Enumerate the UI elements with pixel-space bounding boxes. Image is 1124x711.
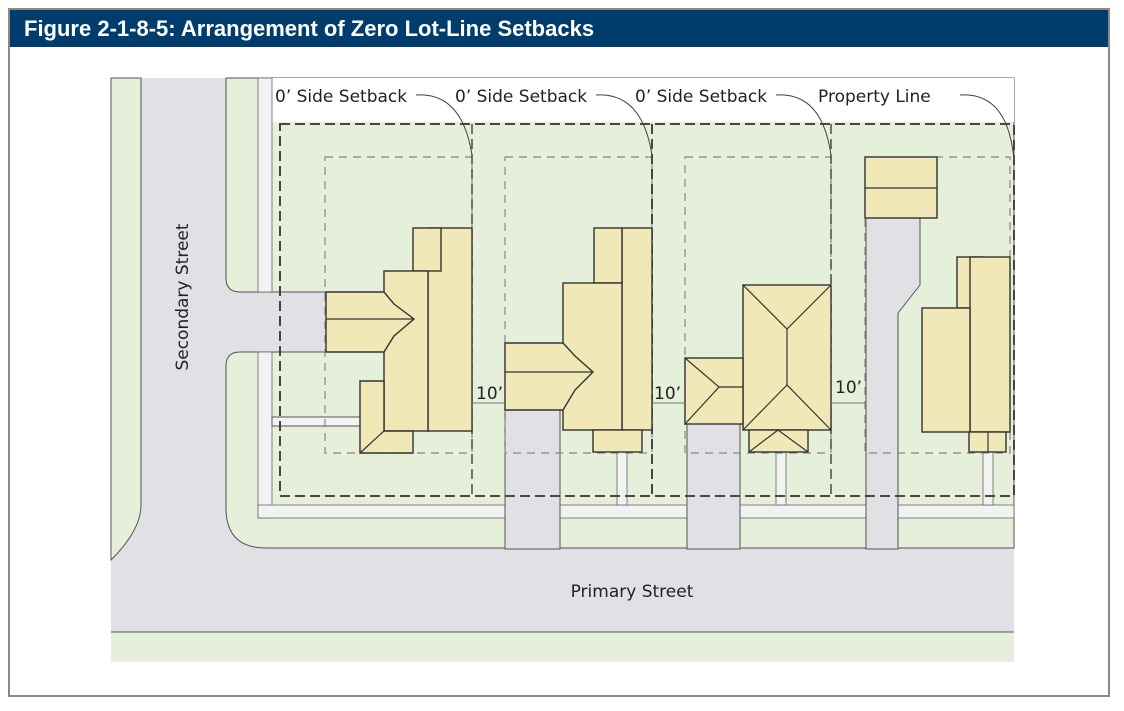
label-side-setback-1: 0’ Side Setback (275, 87, 407, 107)
label-gap-1: 10’ (476, 384, 503, 404)
walk-lot-3 (775, 451, 787, 506)
sidewalk-horizontal (257, 504, 1015, 519)
label-side-setback-3: 0’ Side Setback (635, 87, 767, 107)
label-secondary-street: Secondary Street (173, 223, 193, 370)
driveway-lot-3 (686, 423, 741, 550)
figure-title: Figure 2-1-8-5: Arrangement of Zero Lot-… (10, 10, 1108, 47)
walk-lot-4 (982, 451, 994, 506)
label-side-setback-2: 0’ Side Setback (455, 87, 587, 107)
left-lawn (110, 77, 142, 562)
house-lot-1 (325, 227, 473, 454)
sidewalk-vertical-top (257, 77, 273, 293)
driveway-lot-2 (504, 409, 561, 550)
label-primary-street: Primary Street (571, 582, 694, 602)
label-gap-2: 10’ (654, 384, 681, 404)
label-property-line: Property Line (818, 87, 931, 107)
label-area (272, 78, 1014, 122)
label-gap-3: 10’ (835, 378, 862, 398)
figure-frame (8, 8, 1110, 697)
house-lot-2 (504, 227, 653, 453)
label-leaders (415, 94, 1015, 404)
porch-walk-lot-1 (271, 416, 361, 427)
house-lot-3 (684, 284, 832, 453)
house-lot-4 (864, 156, 1011, 453)
bottom-lawn (111, 632, 1014, 662)
sidewalk-vertical-bottom (257, 351, 273, 519)
walk-lot-2 (616, 451, 628, 506)
